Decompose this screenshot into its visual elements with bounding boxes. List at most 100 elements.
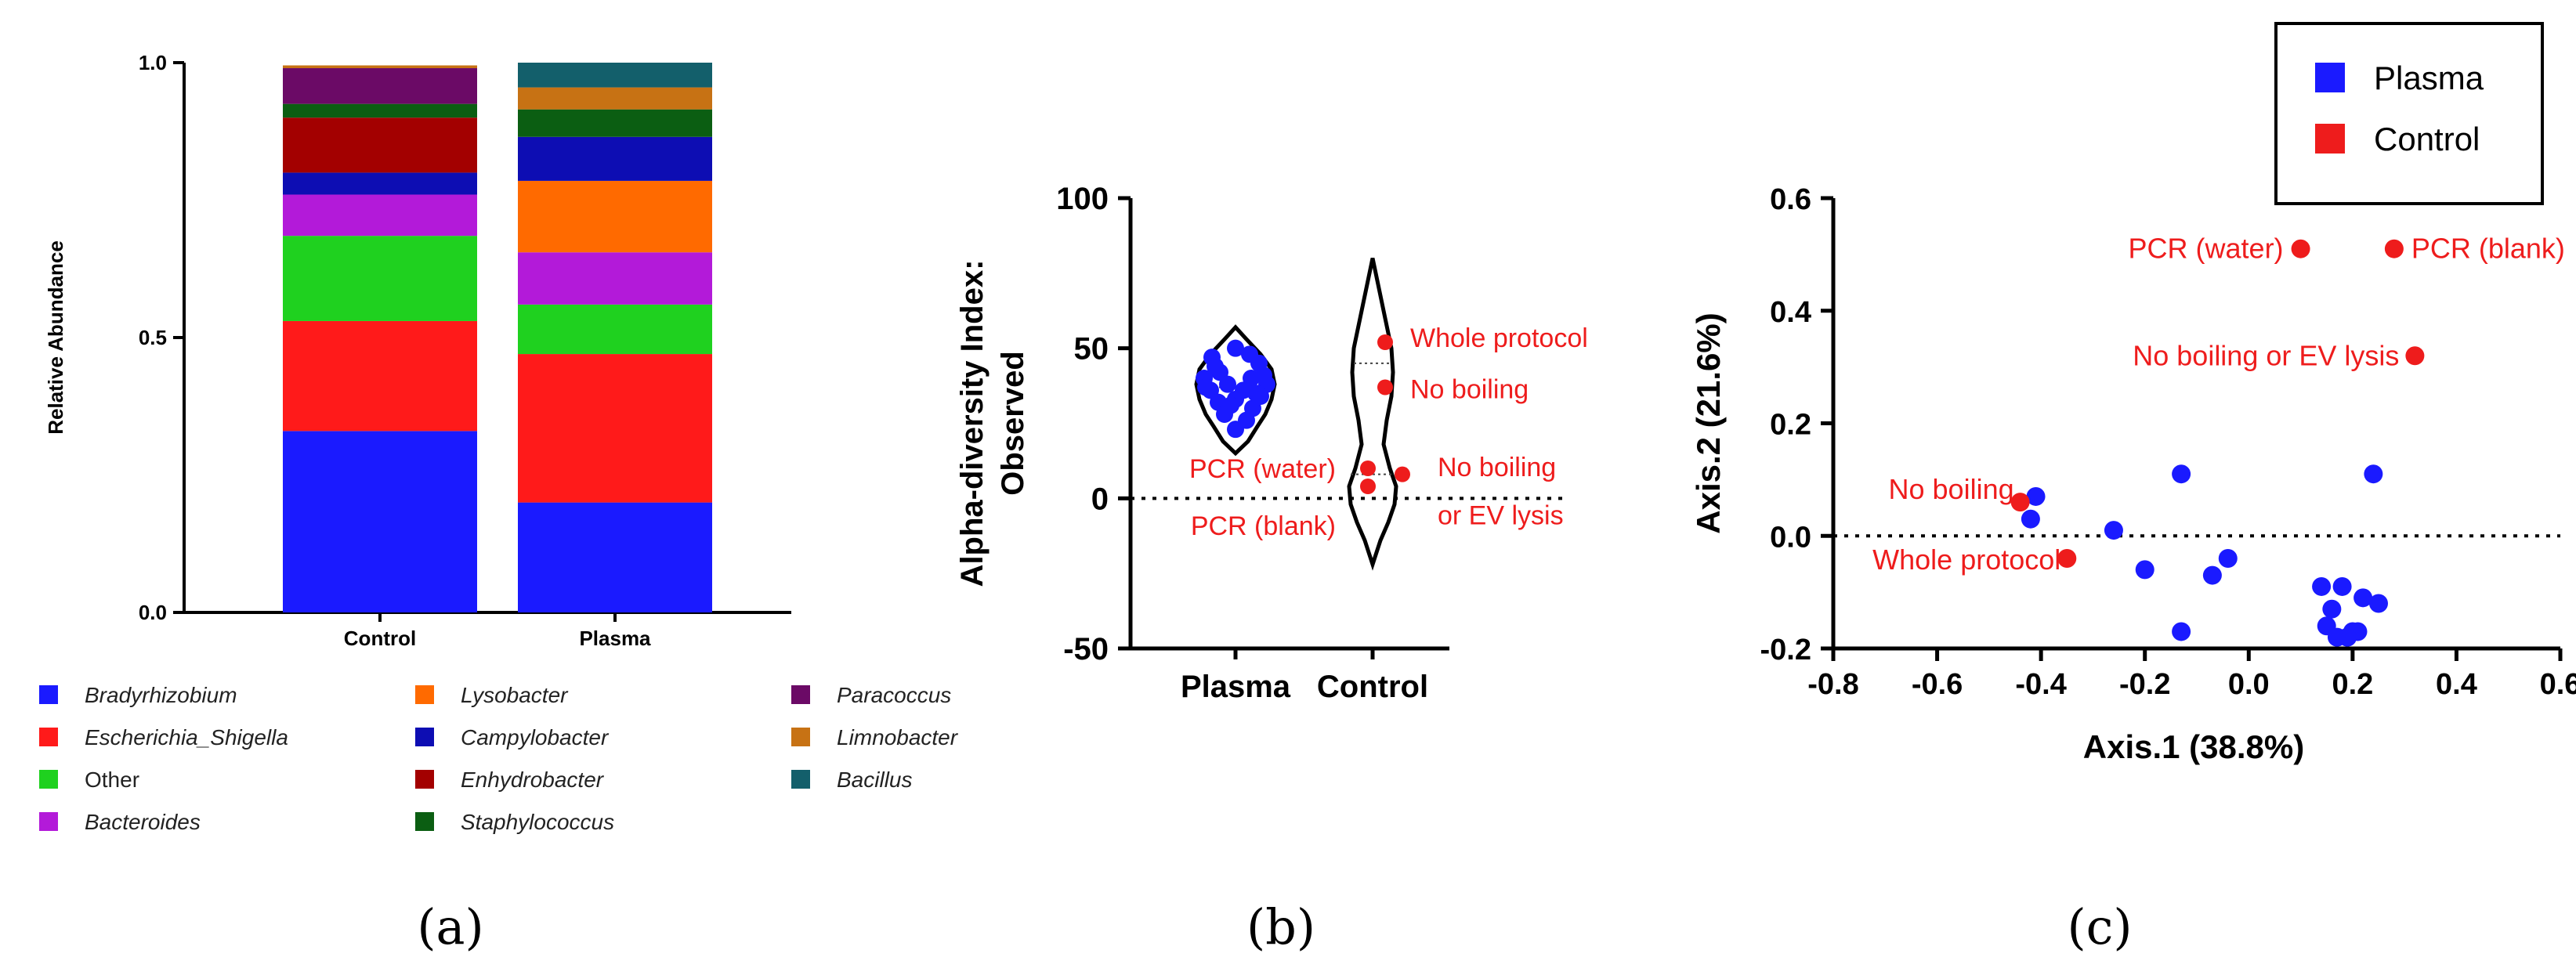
- y-tick-label: 0.4: [1770, 296, 1811, 329]
- data-point-control: [1377, 379, 1393, 396]
- data-point-plasma: [2202, 565, 2222, 585]
- y-tick-label: 0.6: [1770, 183, 1811, 216]
- y-axis-label-line1: Alpha-diversity Index:: [955, 260, 990, 587]
- legend-swatch: [2315, 124, 2345, 154]
- bar-segment: [283, 65, 477, 69]
- x-tick-label: 0.0: [2228, 668, 2270, 701]
- point-label-no-boiling-ev-line2: or EV lysis: [1438, 501, 1564, 531]
- legend-label: Bradyrhizobium: [85, 683, 237, 707]
- data-point-plasma: [1197, 378, 1214, 396]
- legend-label: Limnobacter: [837, 725, 959, 749]
- point-label: PCR (blank): [2411, 233, 2565, 265]
- bar-segment: [518, 252, 712, 305]
- point-label: No boiling: [1889, 473, 2014, 505]
- violin-control: [1347, 258, 1398, 571]
- legend-label: Bacteroides: [85, 810, 201, 834]
- point-label-pcr-blank: PCR (blank): [1191, 511, 1336, 541]
- y-tick-label: 50: [1074, 332, 1109, 367]
- bar-segment: [283, 172, 477, 195]
- legend-label: Other: [85, 768, 139, 792]
- legend-label: Escherichia_Shigella: [85, 725, 288, 749]
- point-label: Whole protocol: [1872, 544, 2060, 576]
- data-point-control: [2384, 239, 2404, 258]
- legend-swatch: [791, 770, 810, 789]
- y-axis-label: Axis.2 (21.6%): [1690, 312, 1727, 533]
- bar-segment: [518, 180, 712, 253]
- legend-swatch: [39, 812, 58, 831]
- panel-label-a: (a): [417, 898, 483, 955]
- x-axis-label: Axis.1 (38.8%): [2083, 728, 2304, 765]
- data-point-plasma: [1247, 385, 1264, 403]
- point-label-pcr-water: PCR (water): [1189, 454, 1336, 484]
- data-point-plasma: [2343, 622, 2362, 641]
- x-tick-label: Plasma: [1181, 670, 1291, 704]
- data-point-plasma: [2332, 576, 2352, 596]
- y-tick-label: 1.0: [139, 51, 167, 74]
- bar-segment: [518, 87, 712, 110]
- bar-segment: [283, 117, 477, 173]
- violin-plasma: [1194, 324, 1277, 457]
- y-tick-label: 0.2: [1770, 409, 1811, 442]
- x-tick-label: -0.6: [1912, 668, 1963, 701]
- point-label-whole-protocol: Whole protocol: [1410, 323, 1588, 353]
- y-tick-label: -0.2: [1760, 634, 1811, 666]
- legend-swatch: [39, 770, 58, 789]
- legend-swatch: [415, 728, 434, 746]
- legend-swatch: [791, 728, 810, 746]
- x-tick-label: 0.2: [2332, 668, 2373, 701]
- legend-label: Enhydrobacter: [461, 768, 605, 792]
- data-point-control: [1377, 334, 1393, 350]
- data-point-control: [1360, 479, 1376, 494]
- bar-segment: [518, 502, 712, 612]
- y-tick-label: -50: [1063, 632, 1109, 666]
- y-tick-label: 0.5: [139, 326, 167, 349]
- data-point-plasma: [2172, 464, 2191, 484]
- legend-swatch: [39, 728, 58, 746]
- legend-label: Bacillus: [837, 768, 912, 792]
- legend-swatch: [2315, 63, 2345, 92]
- y-axis-label-line2: Observed: [996, 351, 1030, 496]
- x-tick-label: 0.6: [2540, 668, 2576, 701]
- legend-label: Campylobacter: [461, 725, 610, 749]
- bar-segment: [518, 136, 712, 181]
- point-label-no-boiling: No boiling: [1410, 375, 1529, 405]
- data-point-plasma: [2026, 486, 2046, 506]
- data-point-plasma: [1241, 345, 1258, 363]
- data-point-control: [1360, 461, 1376, 476]
- panel-label-c: (c): [2067, 898, 2132, 955]
- bar-segment: [283, 103, 477, 118]
- panel-label-b: (b): [1246, 898, 1315, 955]
- legend-box: [2274, 22, 2544, 205]
- data-point-plasma: [2369, 594, 2388, 613]
- data-point-plasma: [1227, 339, 1244, 357]
- data-point-plasma: [2312, 576, 2332, 596]
- data-point-plasma: [1219, 375, 1236, 393]
- x-tick-label: Control: [1317, 670, 1428, 704]
- legend-label: Paracoccus: [837, 683, 951, 707]
- data-point-plasma: [1255, 367, 1272, 385]
- legend-label: Plasma: [2374, 60, 2484, 96]
- point-label: PCR (water): [2129, 233, 2284, 265]
- data-point-plasma: [2021, 509, 2040, 529]
- y-tick-label: 0.0: [1770, 521, 1811, 554]
- y-axis-label: Relative Abundance: [44, 240, 67, 435]
- data-point-plasma: [2218, 549, 2238, 568]
- bar-segment: [283, 320, 477, 432]
- legend-label: Lysobacter: [461, 683, 569, 707]
- bar-segment: [518, 109, 712, 137]
- data-point-control: [2405, 346, 2425, 366]
- bar-segment: [283, 236, 477, 321]
- data-point-plasma: [2135, 560, 2155, 580]
- legend-swatch: [791, 685, 810, 704]
- point-label-no-boiling-ev-line1: No boiling: [1438, 453, 1556, 482]
- legend-swatch: [415, 685, 434, 704]
- y-tick-label: 0: [1091, 482, 1109, 516]
- bar-segment: [518, 63, 712, 88]
- x-tick-label: -0.4: [2015, 668, 2066, 701]
- data-point-control: [2057, 549, 2077, 568]
- data-point-plasma: [2353, 588, 2373, 608]
- bar-segment: [518, 304, 712, 355]
